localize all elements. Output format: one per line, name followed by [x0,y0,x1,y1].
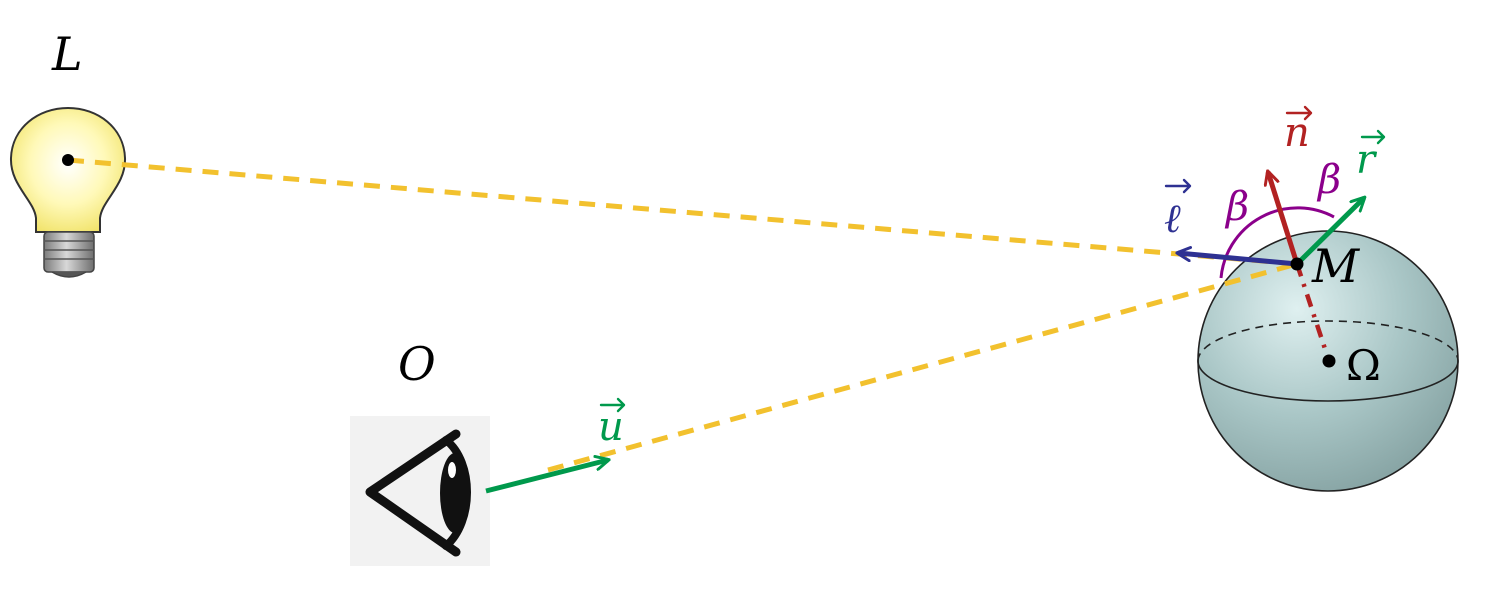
svg-text:r: r [1356,137,1378,183]
center-point [1322,354,1336,368]
label-view-vector: u [598,397,626,450]
normal-vector [1268,172,1300,265]
normal-axis [1294,263,1332,362]
sphere-equator-front [1197,360,1459,402]
light-point [62,154,74,166]
view-ray [547,261,1298,473]
label-reflected-vector: r [1356,129,1386,183]
label-angle-left: β [1224,184,1249,230]
label-center: Ω [1346,341,1381,390]
light-bulb-icon [9,106,127,278]
svg-text:ℓ: ℓ [1164,196,1181,242]
eye-icon [350,416,490,566]
view-vector [485,460,608,494]
label-light: L [51,27,83,81]
sphere-equator-back [1197,320,1459,362]
light-ray [67,157,1298,267]
reflected-vector [1295,198,1364,266]
point-m [1290,257,1304,271]
label-point-m: M [1311,239,1361,293]
label-angle-right: β [1316,157,1341,203]
label-observer: O [398,337,436,391]
light-vector [1178,253,1298,267]
label-normal-vector: n [1284,105,1313,156]
label-light-vector: ℓ [1164,178,1192,242]
svg-text:u: u [598,404,624,450]
